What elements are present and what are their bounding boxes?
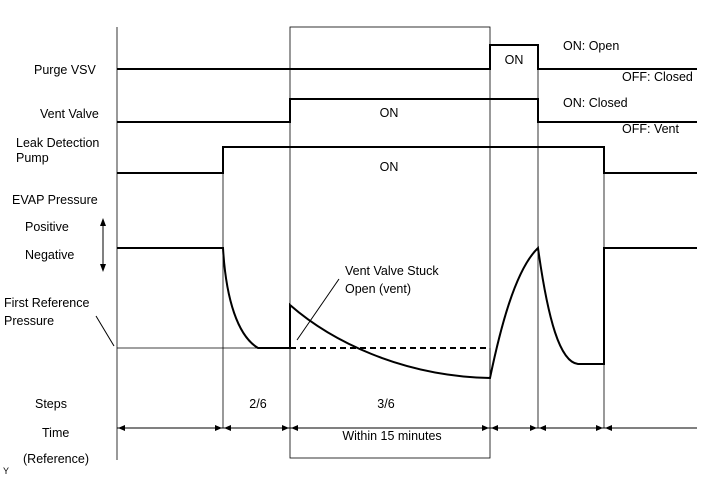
label-first-reference-1: First Reference	[4, 296, 89, 310]
label-time: Time	[42, 426, 69, 440]
label-reference: (Reference)	[23, 452, 89, 466]
stuck-annotation-pointer	[296, 278, 340, 341]
purge-open-label: ON: Open	[563, 39, 619, 53]
label-vent-valve: Vent Valve	[40, 107, 99, 121]
pressure-direction-arrow	[100, 218, 106, 272]
label-purge-vsv: Purge VSV	[34, 63, 97, 77]
stuck-annotation-line1: Vent Valve Stuck	[345, 264, 439, 278]
step-label-3: 3/6	[377, 397, 394, 411]
pump-on-label: ON	[380, 160, 399, 174]
purge-closed-label: OFF: Closed	[622, 70, 693, 84]
purge-vsv-signal	[117, 44, 697, 70]
vent-valve-signal	[117, 98, 697, 123]
time-arrows	[117, 425, 697, 431]
step-label-2: 2/6	[249, 397, 266, 411]
timing-gridlines	[116, 27, 605, 460]
leak-pump-signal	[117, 146, 697, 174]
corner-mark: Y	[3, 466, 9, 476]
vent-vent-label: OFF: Vent	[622, 122, 679, 136]
purge-on-label: ON	[505, 53, 524, 67]
label-evap-pressure: EVAP Pressure	[12, 193, 98, 207]
label-negative: Negative	[25, 248, 74, 262]
vent-on-label: ON	[380, 106, 399, 120]
step-window-box	[289, 26, 491, 459]
vent-closed-label: ON: Closed	[563, 96, 628, 110]
label-steps: Steps	[35, 397, 67, 411]
time-window-label: Within 15 minutes	[342, 429, 441, 443]
stuck-annotation-line2: Open (vent)	[345, 282, 411, 296]
first-reference-pointer	[95, 315, 115, 347]
label-leak-pump-2: Pump	[16, 151, 49, 165]
label-first-reference-2: Pressure	[4, 314, 54, 328]
label-positive: Positive	[25, 220, 69, 234]
label-leak-pump-1: Leak Detection	[16, 136, 99, 150]
